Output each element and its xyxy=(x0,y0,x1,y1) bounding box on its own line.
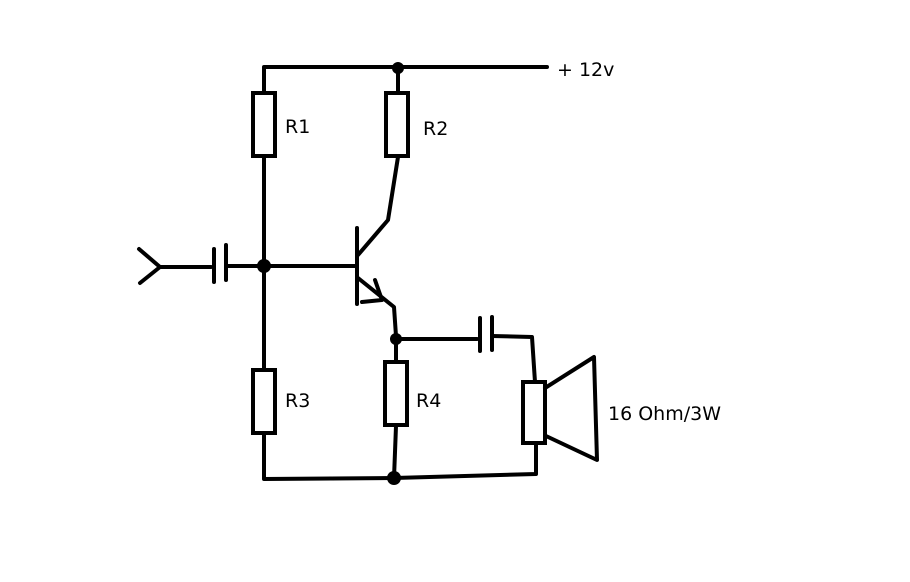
ground-rail-wire xyxy=(262,432,538,481)
supply-voltage-label: + 12v xyxy=(557,59,614,81)
supply-rail-wire xyxy=(262,65,549,94)
resistor-r2 xyxy=(384,91,410,158)
resistor-r4-label: R4 xyxy=(416,390,441,412)
input-connector-symbol xyxy=(137,247,162,285)
speaker-icon xyxy=(521,355,599,462)
resistor-r1-label: R1 xyxy=(285,116,310,138)
resistor-r4 xyxy=(383,360,409,427)
resistor-r2-label: R2 xyxy=(423,118,448,140)
resistor-r3-label: R3 xyxy=(285,390,310,412)
input-coupling-capacitor xyxy=(212,243,228,284)
emitter-arrow-icon xyxy=(360,278,384,304)
capacitor-to-speaker-wire xyxy=(490,334,537,384)
resistor-r1 xyxy=(251,91,277,158)
output-coupling-capacitor xyxy=(478,315,494,353)
resistor-r3 xyxy=(251,368,277,435)
r4-bottom-wire xyxy=(392,424,398,480)
npn-transistor xyxy=(355,155,400,338)
speaker-rating-label: 16 Ohm/3W xyxy=(608,403,721,425)
